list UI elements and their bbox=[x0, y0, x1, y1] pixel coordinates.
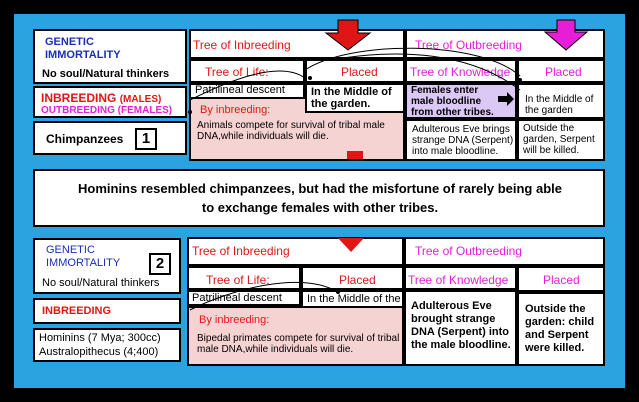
middle-garden-right-box: In the Middle of the garden bbox=[517, 83, 605, 119]
inbreeding-outbreeding-box: INBREEDING (MALES) OUTBREEDING (FEMALES) bbox=[33, 86, 187, 118]
no-soul-label-2: No soul/Natural thinkers bbox=[42, 277, 160, 289]
placed-left-label-2: Placed bbox=[339, 273, 376, 287]
chimpanzees-box: Chimpanzees 1 bbox=[33, 121, 187, 155]
patrilineal-box-2: Patrilineal descent bbox=[187, 290, 301, 306]
inbreeding-text: INBREEDING bbox=[41, 91, 117, 105]
tree-of-inbreeding-label: Tree of Inbreeding bbox=[193, 38, 291, 52]
tree-of-outbreeding-label-2: Tree of Outbreeding bbox=[415, 244, 522, 258]
tree-of-inbreeding-header-2: Tree of Inbreeding bbox=[187, 237, 404, 266]
adulterous-text: Adulterous Eve brings strange DNA (Serpe… bbox=[412, 124, 514, 157]
placed-right-box: Placed bbox=[517, 59, 605, 83]
connector-dot-3 bbox=[188, 110, 192, 114]
panel-number-1: 1 bbox=[135, 128, 157, 150]
inbreeding-description-box-2: By inbreeding: Bipedal primates compete … bbox=[187, 306, 404, 366]
connector-curve-1 bbox=[189, 70, 306, 101]
middle-garden-text: In the Middle of the garden. bbox=[311, 86, 392, 110]
adulterous-box-2: Adulterous Eve brought strange DNA (Serp… bbox=[404, 290, 517, 366]
tree-of-inbreeding-label-2: Tree of Inbreeding bbox=[192, 244, 290, 258]
adulterous-box: Adulterous Eve brings strange DNA (Serpe… bbox=[405, 119, 517, 161]
hominins-label: Hominins (7 Mya; 300cc) bbox=[39, 332, 161, 344]
compete-text-2: Bipedal primates compete for survival of… bbox=[197, 333, 400, 355]
tree-of-life-box-2: Tree of Life: bbox=[187, 266, 301, 290]
magenta-down-arrow-icon bbox=[543, 19, 589, 51]
placed-left-box: Placed bbox=[305, 59, 405, 83]
connector-curve-4 bbox=[189, 281, 339, 311]
middle-garden-right-text: In the Middle of the garden bbox=[525, 94, 594, 116]
connector-curve-2 bbox=[304, 47, 521, 77]
outside-text-2: Outside the garden: child and Serpent we… bbox=[525, 303, 595, 354]
red-down-triangle-icon bbox=[338, 238, 364, 252]
by-inbreeding-label-2: By inbreeding: bbox=[199, 314, 270, 326]
tree-of-life-label-2: Tree of Life: bbox=[206, 273, 270, 287]
middle-garden-box: In the Middle of the garden. bbox=[305, 83, 405, 113]
placed-left-label: Placed bbox=[341, 65, 378, 79]
by-inbreeding-label: By inbreeding: bbox=[200, 104, 271, 116]
outside-box-2: Outside the garden: child and Serpent we… bbox=[517, 292, 605, 366]
placed-right-label-2: Placed bbox=[543, 273, 580, 287]
genetic-immortality-label-2: GENETIC IMMORTALITY bbox=[46, 244, 121, 269]
connector-curve-3 bbox=[329, 53, 521, 91]
hominins-box: Hominins (7 Mya; 300cc) Australopithecus… bbox=[33, 328, 181, 362]
outside-text: Outside the garden, Serpent will be kill… bbox=[523, 123, 595, 156]
inbreeding-box-2: INBREEDING bbox=[33, 298, 181, 324]
tree-of-knowledge-label-2: Tree of Knowledge bbox=[408, 273, 509, 287]
genetic-immortality-label: GENETIC IMMORTALITY bbox=[45, 36, 121, 61]
red-marker-icon bbox=[347, 151, 363, 159]
tree-of-inbreeding-header: Tree of Inbreeding bbox=[189, 29, 405, 59]
patrilineal-label-2: Patrilineal descent bbox=[192, 292, 282, 304]
panel-number-2: 2 bbox=[149, 253, 171, 275]
summary-banner-text: Hominins resembled chimpanzees, but had … bbox=[78, 181, 562, 215]
no-soul-label: No soul/Natural thinkers bbox=[42, 68, 170, 80]
placed-right-box-2: Placed bbox=[517, 266, 605, 292]
tree-of-knowledge-box: Tree of Knowledge bbox=[405, 59, 517, 83]
males-text: (MALES) bbox=[119, 94, 162, 105]
summary-banner: Hominins resembled chimpanzees, but had … bbox=[33, 169, 605, 227]
australopithecus-label: Australopithecus (4;400) bbox=[39, 346, 159, 358]
tree-of-outbreeding-header-2: Tree of Outbreeding bbox=[404, 237, 605, 266]
patrilineal-label: Patrilineal descent bbox=[195, 84, 285, 96]
inbreeding-label-2: INBREEDING bbox=[42, 305, 112, 317]
red-down-arrow-icon bbox=[324, 19, 372, 51]
females-enter-text: Females enter male bloodline from other … bbox=[411, 85, 494, 118]
patrilineal-box: Patrilineal descent bbox=[189, 83, 305, 97]
outside-box: Outside the garden, Serpent will be kill… bbox=[517, 119, 605, 161]
genetic-immortality-box-2: GENETIC IMMORTALITY 2 No soul/Natural th… bbox=[33, 238, 181, 294]
connector-dot-4 bbox=[336, 290, 340, 294]
placed-left-box-2: Placed bbox=[301, 266, 404, 290]
connector-dot-2 bbox=[518, 78, 522, 82]
chimpanzees-label: Chimpanzees bbox=[46, 132, 124, 146]
tree-of-outbreeding-label: Tree of Outbreeding bbox=[415, 38, 522, 52]
connector-dot-1 bbox=[308, 76, 312, 80]
compete-text: Animals compete for survival of tribal m… bbox=[197, 120, 385, 142]
tree-of-knowledge-label: Tree of Knowledge bbox=[410, 65, 511, 79]
genetic-immortality-box: GENETIC IMMORTALITY No soul/Natural thin… bbox=[33, 29, 187, 84]
tree-of-knowledge-box-2: Tree of Knowledge bbox=[404, 266, 517, 290]
placed-right-label: Placed bbox=[545, 65, 582, 79]
inbreeding-label: INBREEDING (MALES) bbox=[41, 92, 161, 106]
adulterous-text-2: Adulterous Eve brought strange DNA (Serp… bbox=[411, 300, 511, 351]
outbreeding-females-label: OUTBREEDING (FEMALES) bbox=[41, 105, 173, 116]
right-arrow-icon bbox=[498, 92, 514, 106]
